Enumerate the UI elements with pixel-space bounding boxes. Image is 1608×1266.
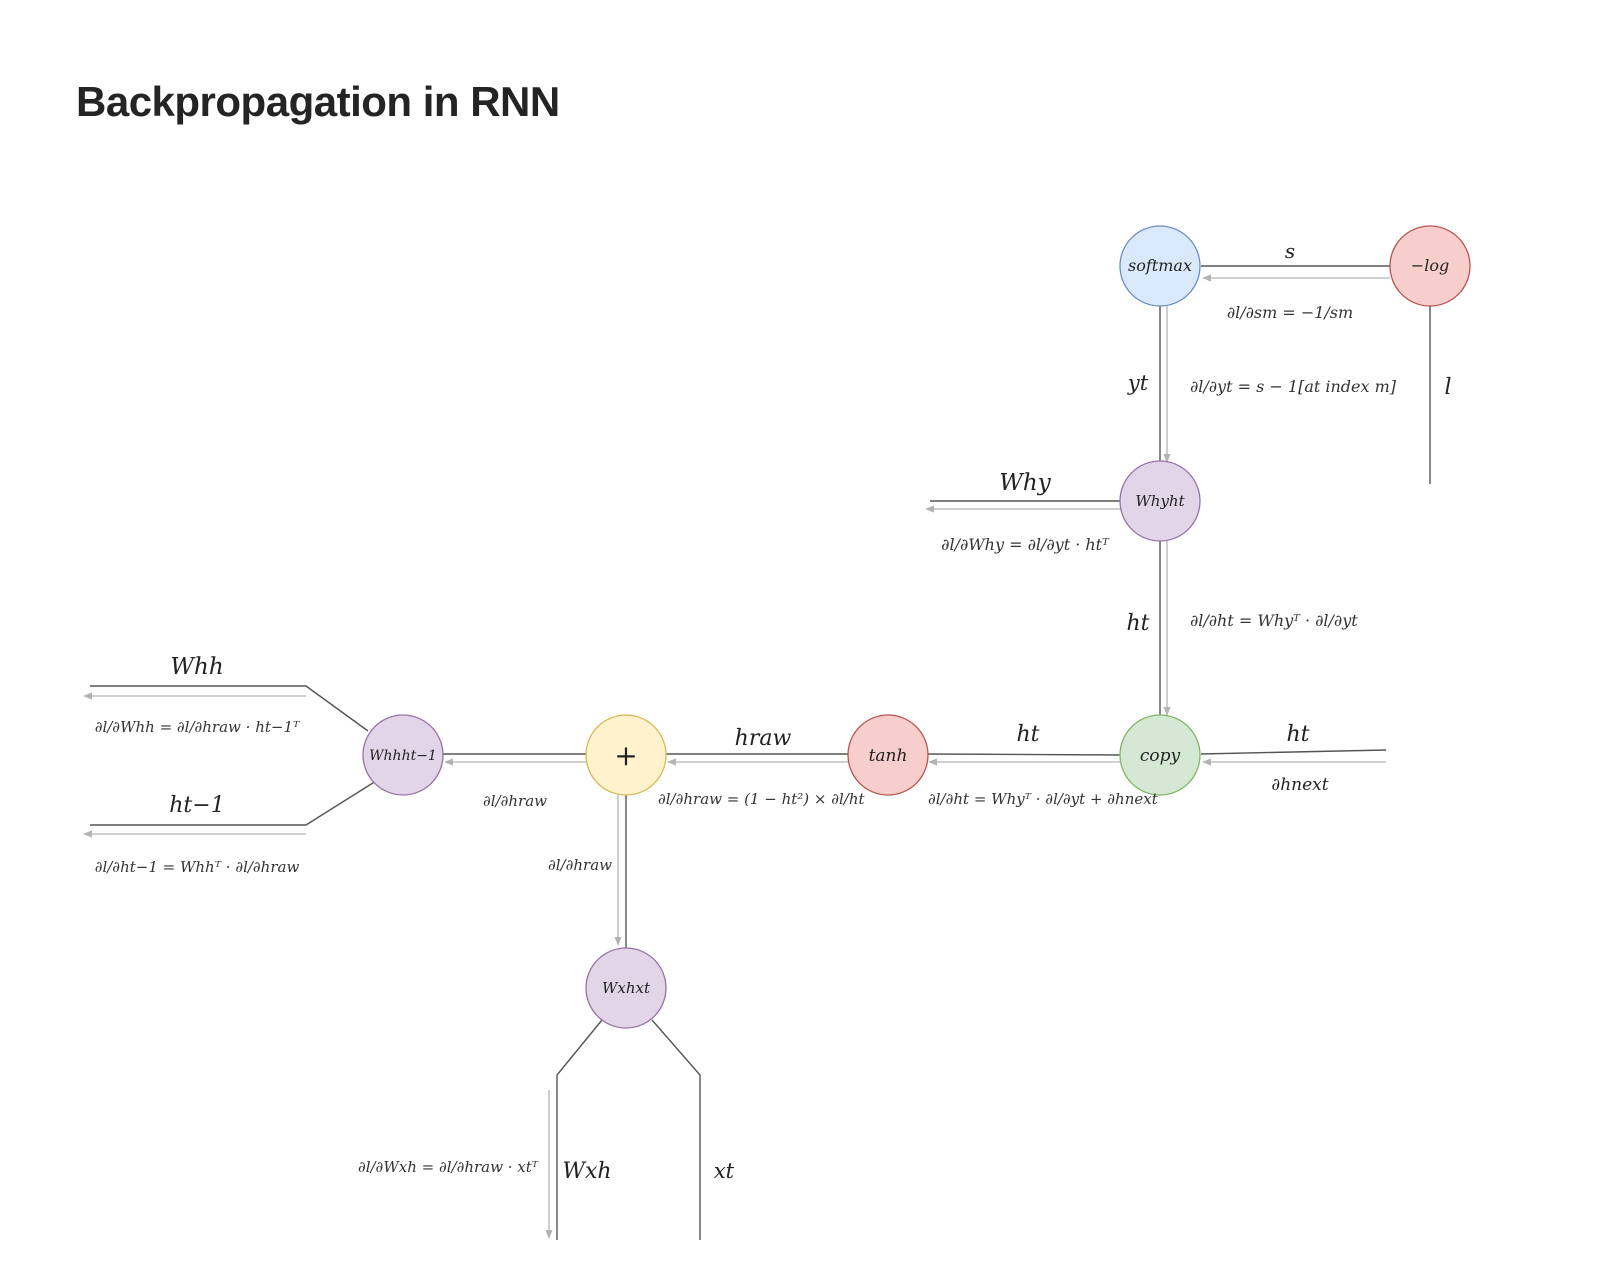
copy-circle	[1119, 714, 1201, 796]
wire-xt	[651, 1019, 701, 1240]
gradient-equations: ∂l/∂sm = −1/sm ∂l/∂yt = s − 1[at index m…	[95, 303, 1397, 1176]
eq-dl-dwhh: ∂l/∂Whh = ∂l/∂hraw · ht−1ᵀ	[95, 718, 300, 736]
eq-dl-dht-1: ∂l/∂ht−1 = Whhᵀ · ∂l/∂hraw	[95, 858, 300, 876]
wire-whh-weight	[90, 685, 369, 732]
label-hnext: ∂hnext	[1271, 775, 1328, 795]
why-node: Whyht	[1119, 460, 1201, 542]
nodes: softmax −log Whyht copy tanh + Whhht−1	[362, 225, 1471, 1029]
eq-dl-dwxh: ∂l/∂Wxh = ∂l/∂hraw · xtᵀ	[358, 1158, 539, 1176]
eq-dl-dyt: ∂l/∂yt = s − 1[at index m]	[1190, 377, 1397, 396]
page-title: Backpropagation in RNN	[76, 78, 560, 125]
plus-node: +	[585, 714, 667, 796]
tanh-circle	[847, 714, 929, 796]
tanh-label: tanh	[869, 746, 908, 766]
label-xt: xt	[714, 1159, 735, 1183]
plus-label: +	[614, 739, 637, 772]
softmax-circle	[1119, 225, 1201, 307]
why-circle	[1119, 460, 1201, 542]
wire-wxh-weight	[556, 1019, 603, 1240]
eq-dl-dht-total: ∂l/∂ht = Whyᵀ · ∂l/∂yt + ∂hnext	[928, 790, 1159, 808]
wire-hnext-copy	[1200, 749, 1387, 755]
eq-dl-dwhy: ∂l/∂Why = ∂l/∂yt · htᵀ	[941, 535, 1110, 554]
label-ht-up: ht	[1126, 611, 1149, 636]
gradient-arrows	[83, 274, 1390, 1239]
plus-circle	[585, 714, 667, 796]
wxh-node: Wxhxt	[585, 947, 667, 1029]
label-s: s	[1285, 239, 1295, 263]
wxh-label: Wxhxt	[602, 979, 651, 997]
eq-dl-dhraw-b: ∂l/∂hraw	[548, 856, 612, 874]
label-ht-right: ht	[1286, 722, 1309, 747]
neglog-circle	[1389, 225, 1471, 307]
whh-node: Whhht−1	[362, 714, 444, 796]
copy-node: copy	[1119, 714, 1201, 796]
whh-label: Whhht−1	[369, 748, 437, 764]
label-wxh: Wxh	[562, 1159, 611, 1184]
label-ht-mid: ht	[1016, 722, 1039, 747]
neglog-label: −log	[1411, 256, 1449, 275]
forward-wires	[90, 265, 1431, 1240]
label-l: l	[1444, 375, 1451, 400]
eq-dl-dhraw-tanh: ∂l/∂hraw = (1 − ht²) × ∂l/ht	[658, 790, 866, 808]
copy-label: copy	[1140, 746, 1181, 766]
wire-tanh-copy	[927, 753, 1122, 756]
label-ht-1: ht−1	[169, 793, 224, 818]
label-whh: Whh	[170, 654, 223, 680]
softmax-label: softmax	[1128, 256, 1192, 275]
wire-ht-1	[90, 780, 377, 826]
eq-dl-dht-up: ∂l/∂ht = Whyᵀ · ∂l/∂yt	[1190, 611, 1358, 630]
tanh-node: tanh	[847, 714, 929, 796]
label-yt: yt	[1127, 371, 1149, 395]
eq-dl-dsm: ∂l/∂sm = −1/sm	[1227, 303, 1353, 322]
label-hraw: hraw	[735, 726, 792, 751]
edge-labels: s l yt Why ht ht ht ∂hnext hraw Whh ht−1…	[169, 239, 1451, 1184]
softmax-node: softmax	[1119, 225, 1201, 307]
eq-dl-dhraw-a: ∂l/∂hraw	[483, 792, 547, 810]
whh-circle	[362, 714, 444, 796]
wxh-circle	[585, 947, 667, 1029]
neglog-node: −log	[1389, 225, 1471, 307]
label-why: Why	[999, 470, 1051, 496]
why-label: Whyht	[1135, 492, 1185, 510]
